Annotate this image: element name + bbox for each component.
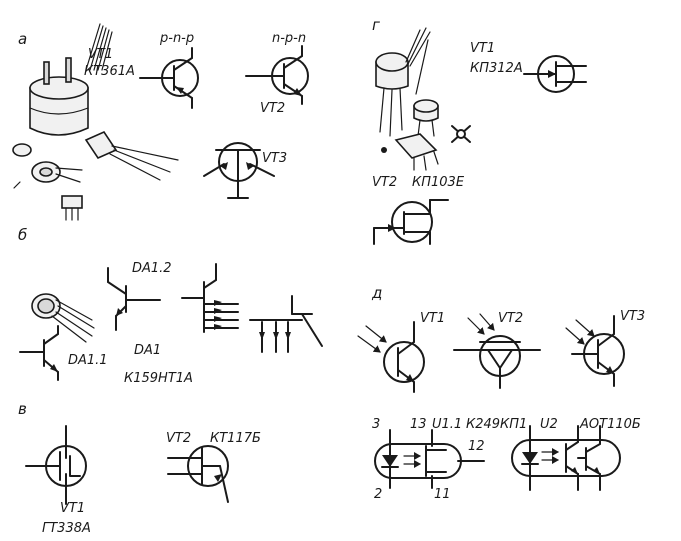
transistor-symbol-vt3 [203,142,275,199]
label-pin11: 11 [434,487,451,502]
label-kt117b: КТ117Б [210,431,261,446]
section-label-v: в [18,400,27,418]
label-k249kp1: К249КП1 [466,417,527,432]
transistor-symbol-da12 [107,267,161,331]
transistor-symbol-gt338a [25,425,87,505]
label-a-kt361a: КТ361А [84,64,135,79]
label-k159nt1a: К159НТ1А [124,371,193,386]
section-label-a: а [18,30,27,48]
label-aot110b: АОТ110Б [579,417,641,432]
transistor-symbol-multi-emitter [181,263,239,333]
section-label-b: б [18,226,27,244]
transistor-array-package-b [31,293,95,343]
section-label-g: г [372,16,380,34]
label-d-vt2: VT2 [498,311,523,326]
label-pnp: p-n-p [159,31,194,46]
label-da1: DA1 [134,343,161,358]
transistor-symbol-npn [245,45,309,105]
label-da12: DA1.2 [132,261,172,276]
label-a-vt1: VT1 [88,47,113,62]
label-d-vt3: VT3 [620,309,645,324]
label-npn: n-p-n [272,31,306,46]
transistor-symbol-multi-collector [249,295,323,353]
phototransistor-symbol-vt2 [453,313,541,389]
transistor-symbol-pnp [139,47,199,109]
label-u2: U2 [540,417,558,432]
label-d-vt1: VT1 [420,311,445,326]
label-da11: DA1.1 [68,353,108,368]
phototransistor-symbol-vt3 [565,315,625,387]
label-pin13: 13 [410,417,427,432]
label-v-vt1: VT1 [60,501,85,516]
label-pin3: 3 [372,417,380,432]
phototransistor-symbol-vt1 [357,321,425,393]
label-kp312a: КП312А [470,61,523,76]
label-a-vt3: VT3 [262,151,287,166]
transistor-package-illustrations-a [12,23,179,221]
section-label-d: д [371,284,382,302]
label-g-vt1: VT1 [470,41,495,56]
label-pin2: 2 [374,487,382,502]
optocoupler-symbol-u11 [374,429,485,489]
optocoupler-symbol-u2 [511,425,621,491]
label-g-vt2: VT2 [372,175,397,190]
label-v-vt2: VT2 [166,431,191,446]
label-kp103e: КП103Е [412,175,465,190]
transistor-symbol-kt117b [167,445,229,503]
label-u11: U1.1 [432,417,462,432]
fet-package-illustrations-g [375,27,471,171]
fet-symbol-kp103e [373,199,449,245]
label-pin12: 12 [468,439,485,454]
label-a-vt2: VT2 [260,101,285,116]
label-gt338a: ГТ338А [42,521,91,536]
transistor-symbol-da11 [19,325,59,381]
fet-symbol-kp312a [523,55,587,93]
